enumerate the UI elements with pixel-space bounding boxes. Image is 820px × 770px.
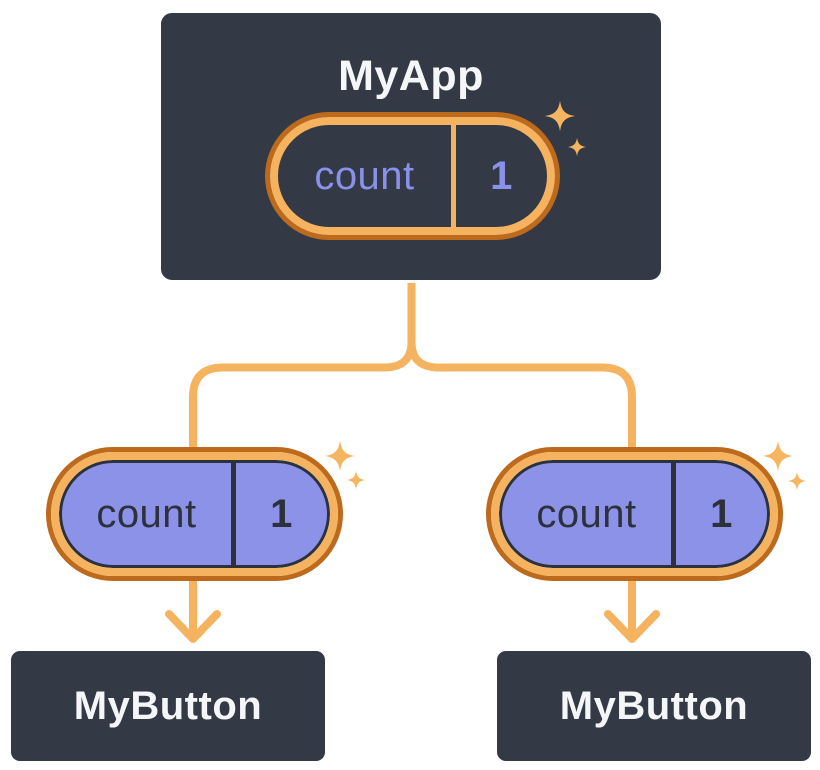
- node-mybutton-left: MyButton: [8, 648, 328, 764]
- sparkle-icon: [787, 471, 807, 491]
- prop-pill-left: count 1: [46, 447, 343, 581]
- pill-divider: [671, 463, 676, 565]
- prop-pill-right: count 1: [486, 447, 783, 581]
- state-name: count: [314, 153, 415, 198]
- arrowhead-left-icon: [165, 610, 221, 643]
- sparkle-icon: [346, 470, 366, 490]
- state-pill-myapp: count 1: [265, 112, 560, 240]
- state-pill-body: count 1: [278, 125, 547, 227]
- sparkle-icon: [324, 440, 356, 472]
- prop-value: 1: [710, 491, 733, 536]
- pill-divider: [451, 125, 456, 227]
- node-mybutton-title: MyButton: [73, 683, 263, 728]
- prop-value: 1: [270, 491, 293, 536]
- state-value: 1: [490, 153, 513, 198]
- node-mybutton-right: MyButton: [494, 648, 814, 764]
- prop-pill-body: count 1: [499, 460, 770, 568]
- state-pill-ring: count 1: [270, 117, 555, 235]
- node-mybutton-title: MyButton: [559, 683, 749, 728]
- prop-pill-ring: count 1: [491, 452, 778, 576]
- sparkle-icon: [762, 440, 794, 472]
- prop-name: count: [96, 491, 197, 536]
- prop-pill-body: count 1: [59, 460, 330, 568]
- prop-name: count: [536, 491, 637, 536]
- node-myapp-title: MyApp: [338, 52, 484, 100]
- arrowhead-right-icon: [604, 610, 660, 643]
- prop-pill-ring: count 1: [51, 452, 338, 576]
